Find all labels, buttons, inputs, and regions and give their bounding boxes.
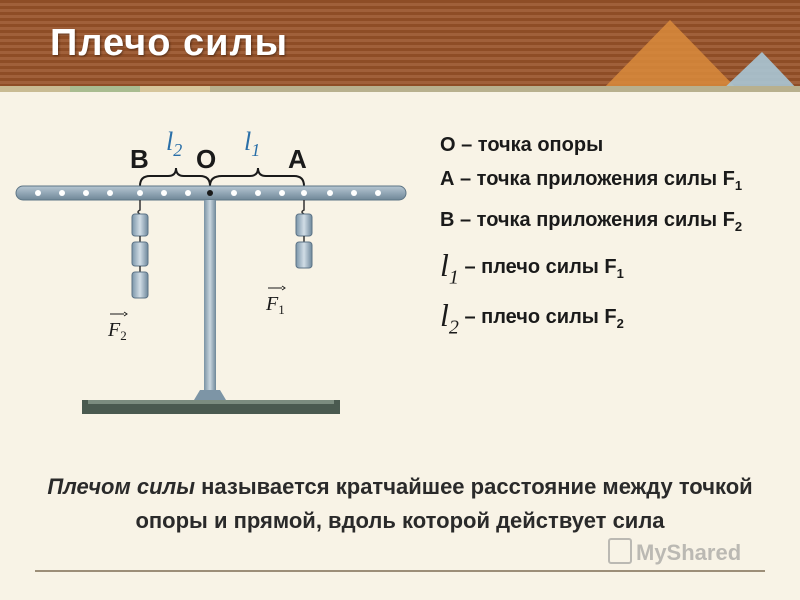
brace-l1 (209, 167, 305, 187)
label-l2: l2 (166, 127, 182, 160)
post-foot (194, 390, 226, 400)
label-point-o: O (196, 144, 216, 174)
legend-a: А – точка приложения силы F1 (440, 168, 743, 193)
weights-right (295, 200, 313, 269)
lever-diagram: B O A l2 l1 F2 F1 (15, 127, 407, 414)
legend-o: О – точка опоры (440, 134, 604, 156)
weights-left (131, 200, 149, 299)
slide-title: Плечо силы (50, 22, 289, 64)
presentation-icon (608, 538, 632, 564)
svg-text:F2: F2 (107, 319, 127, 343)
legend-l1: l1 – плечо силы F1 (440, 247, 624, 289)
stand-post (204, 200, 216, 390)
decor-triangles (600, 20, 800, 92)
definition-rest: называется кратчайшее расстояние между т… (135, 474, 753, 533)
force-f2-label: F2 (107, 311, 128, 343)
legend-l2: l2 – плечо силы F2 (440, 297, 624, 339)
header-banner: Плечо силы (0, 0, 800, 92)
label-point-b: B (130, 144, 149, 174)
legend-block: О – точка опоры А – точка приложения сил… (440, 128, 780, 345)
footer-divider (35, 570, 765, 572)
rod-holes (35, 190, 381, 196)
watermark: MyShared (608, 538, 741, 566)
label-l1: l1 (244, 127, 260, 160)
force-f1-label: F1 (265, 285, 286, 317)
color-strip (0, 86, 800, 92)
pivot-point (207, 190, 213, 196)
label-point-a: A (288, 144, 307, 174)
svg-text:F1: F1 (265, 293, 285, 317)
legend-b: В – точка приложения силы F2 (440, 209, 743, 234)
definition-text: Плечом силы называется кратчайшее рассто… (40, 470, 760, 538)
definition-term: Плечом силы (47, 474, 196, 499)
brace-l2 (139, 167, 211, 187)
